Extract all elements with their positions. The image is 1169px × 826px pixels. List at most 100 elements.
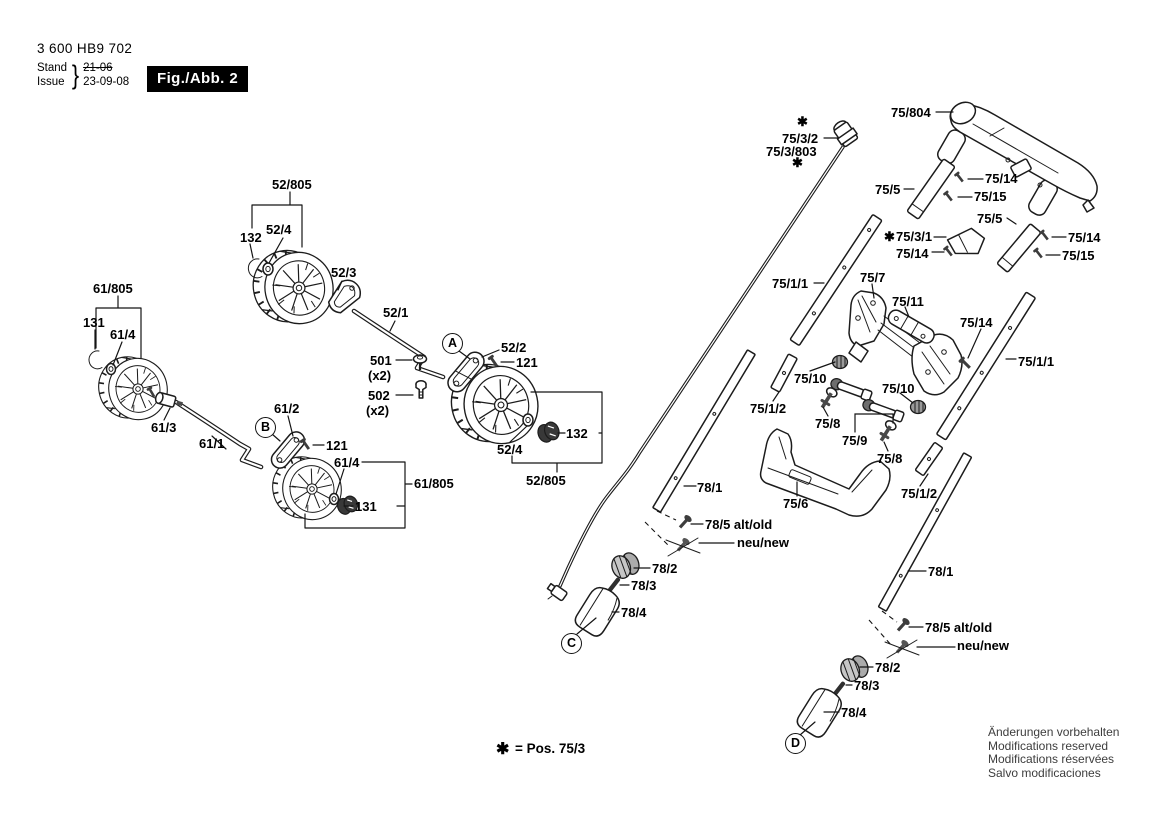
bracket-61-2 bbox=[270, 431, 306, 469]
label-132-top: 132 bbox=[240, 230, 262, 245]
label-75-7: 75/7 bbox=[860, 270, 886, 285]
screw-78-5-left-new-crossed bbox=[665, 537, 701, 557]
hubcap-132-low bbox=[537, 421, 560, 443]
callout-c: C bbox=[561, 633, 582, 654]
label-78-2-right: 78/2 bbox=[875, 660, 901, 675]
asterisk-75-3-1: ✱ bbox=[884, 229, 895, 244]
label-75-1-1-left: 75/1/1 bbox=[772, 276, 809, 291]
tube-78-1-left bbox=[652, 349, 756, 513]
bracket-52-3 bbox=[327, 279, 362, 314]
label-75-5-left: 75/5 bbox=[875, 182, 901, 197]
label-78-4-right: 78/4 bbox=[841, 705, 867, 720]
footnote-asterisk: ✱ bbox=[496, 741, 510, 758]
label-61-2: 61/2 bbox=[274, 401, 300, 416]
label-75-15-a: 75/15 bbox=[974, 189, 1007, 204]
label-501: 501 bbox=[370, 353, 392, 368]
label-61-4-low: 61/4 bbox=[334, 455, 360, 470]
grommet-75-10-left bbox=[831, 354, 849, 370]
label-75-6: 75/6 bbox=[783, 496, 809, 511]
label-121-left: 121 bbox=[326, 438, 348, 453]
stand-label: Stand bbox=[37, 62, 68, 74]
label-78-5-left: 78/5 alt/old bbox=[705, 517, 773, 532]
motor-mount-frame-75-7 bbox=[848, 290, 963, 396]
tube-75-5-left bbox=[906, 158, 956, 220]
label-75-804: 75/804 bbox=[891, 105, 931, 120]
label-502-qty: (x2) bbox=[366, 403, 390, 418]
issue-label: Issue bbox=[37, 75, 65, 88]
legal-line: Salvo modificaciones bbox=[988, 765, 1101, 780]
label-132-low: 132 bbox=[566, 426, 588, 441]
label-75-11: 75/11 bbox=[892, 294, 924, 309]
label-78-5-right: 78/5 alt/old bbox=[925, 620, 993, 635]
axle-fitting-61-3 bbox=[146, 385, 183, 408]
label-61-3: 61/3 bbox=[151, 420, 177, 435]
washer-61-4-low bbox=[328, 492, 340, 506]
label-75-1-2-left: 75/1/2 bbox=[750, 401, 787, 416]
issue-block: Stand Issue } 21-06 23-09-08 bbox=[37, 62, 129, 89]
label-75-9: 75/9 bbox=[842, 433, 868, 448]
switch-cable-75-3 bbox=[546, 145, 845, 602]
label-75-14-d: 75/14 bbox=[960, 315, 993, 330]
washer-61-4-left bbox=[105, 362, 117, 376]
upper-handle-75-804 bbox=[937, 101, 1098, 216]
asterisk-top: ✱ bbox=[797, 114, 808, 129]
label-75-14-a: 75/14 bbox=[985, 171, 1018, 186]
bar-75-11 bbox=[887, 309, 935, 344]
tube-75-1-1-left bbox=[789, 214, 883, 346]
label-75-10-right: 75/10 bbox=[882, 381, 915, 396]
label-52-2: 52/2 bbox=[501, 340, 527, 355]
screw-78-5-right-old bbox=[896, 618, 910, 632]
label-501-qty: (x2) bbox=[368, 368, 392, 383]
label-52-805-top: 52/805 bbox=[272, 177, 312, 192]
asterisk-bottom: ✱ bbox=[792, 155, 803, 170]
bracket-52-2 bbox=[447, 351, 485, 393]
label-52-4-top: 52/4 bbox=[266, 222, 292, 237]
knob-78-2-left bbox=[611, 552, 640, 579]
label-78-3-right: 78/3 bbox=[854, 678, 880, 693]
label-75-8-b: 75/8 bbox=[877, 451, 903, 466]
callout-a: A bbox=[442, 333, 463, 354]
legal-line: Änderungen vorbehalten bbox=[988, 725, 1120, 739]
bolt-75-8-a bbox=[820, 387, 838, 409]
label-61-805-left: 61/805 bbox=[93, 281, 133, 296]
label-78-1-left: 78/1 bbox=[697, 480, 723, 495]
legal-line: Modifications reserved bbox=[988, 738, 1109, 753]
label-52-3: 52/3 bbox=[331, 265, 357, 280]
label-75-3-2: 75/3/2 bbox=[782, 131, 819, 146]
label-52-4-low: 52/4 bbox=[497, 442, 523, 457]
tube-75-1-2-left bbox=[770, 353, 798, 393]
issue-value: 23-09-08 bbox=[83, 75, 130, 88]
footnote-text: = Pos. 75/3 bbox=[515, 741, 586, 756]
label-75-8-a: 75/8 bbox=[815, 416, 841, 431]
label-131-low: 131 bbox=[355, 499, 377, 514]
label-75-3-803: 75/3/803 bbox=[766, 144, 817, 159]
screw-501 bbox=[412, 354, 428, 370]
tube-78-1-right bbox=[878, 452, 972, 612]
label-75-14-c: 75/14 bbox=[1068, 230, 1101, 245]
label-61-4-left: 61/4 bbox=[110, 327, 136, 342]
label-78-2-left: 78/2 bbox=[652, 561, 678, 576]
label-78-4-left: 78/4 bbox=[621, 605, 647, 620]
knob-78-2-right bbox=[840, 655, 869, 682]
callout-d: D bbox=[785, 733, 806, 754]
label-75-14-b: 75/14 bbox=[896, 246, 929, 261]
grommet-75-10-right bbox=[909, 399, 927, 415]
leader-lines-left bbox=[94, 191, 603, 529]
legal-line: Modifications réservées bbox=[988, 752, 1115, 766]
screw-502 bbox=[415, 380, 427, 399]
label-neu-new-left: neu/new bbox=[737, 535, 790, 550]
tube-75-1-1-right bbox=[936, 291, 1036, 441]
lever-part-75-3-1 bbox=[946, 227, 986, 255]
cam-lever-75-9-a bbox=[830, 378, 873, 402]
circlip-132-top bbox=[247, 258, 263, 279]
cover-78-4-right bbox=[796, 687, 842, 738]
tube-75-5-right bbox=[996, 223, 1042, 273]
leader-lines-right bbox=[576, 111, 1067, 736]
label-502: 502 bbox=[368, 388, 390, 403]
label-131-left: 131 bbox=[83, 315, 105, 330]
figure-number-box: Fig./Abb. 2 bbox=[147, 66, 249, 92]
label-121-right: 121 bbox=[516, 355, 538, 370]
